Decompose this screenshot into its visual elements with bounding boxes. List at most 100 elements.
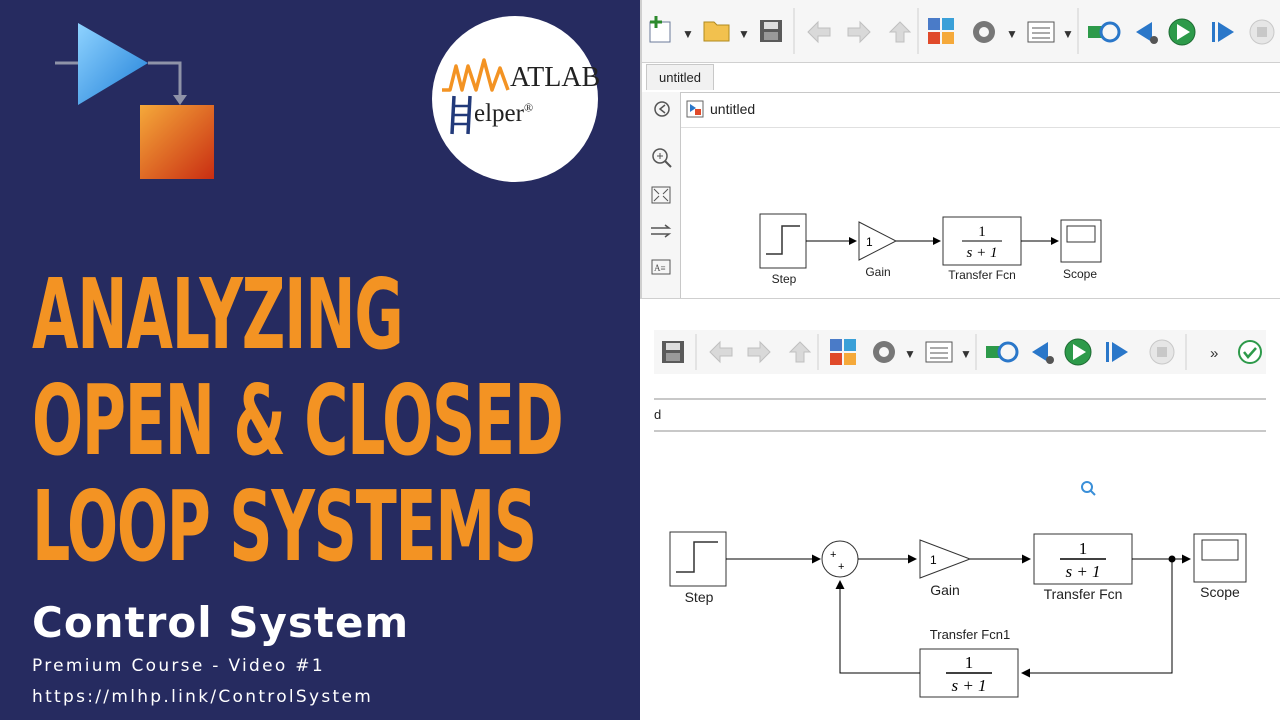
logo-registered-mark: ® xyxy=(523,100,534,115)
open-folder-icon[interactable] xyxy=(703,21,730,42)
dropdown-icon[interactable]: ▼ xyxy=(1006,27,1018,41)
feedback-tf-numerator: 1 xyxy=(965,653,974,672)
headline-line-3: LOOP SYSTEMS xyxy=(32,470,537,583)
toolbar-2-icons: ▼ ▼ » xyxy=(662,334,1262,370)
address-bar xyxy=(642,92,1280,128)
headline: ANALYZING OPEN & CLOSED LOOP SYSTEMS xyxy=(32,258,564,583)
feedback-line xyxy=(835,580,920,674)
feedback-tf-denominator: s + 1 xyxy=(951,676,986,695)
step-back-icon[interactable] xyxy=(1032,342,1054,364)
scope-label: Scope xyxy=(1200,584,1240,600)
sum-sign-top: + xyxy=(830,549,836,561)
step-forward-icon[interactable] xyxy=(1212,22,1234,42)
dropdown-icon[interactable]: ▼ xyxy=(960,347,972,361)
dropdown-icon[interactable]: ▼ xyxy=(738,27,750,41)
headline-line-2: OPEN & CLOSED xyxy=(32,364,564,477)
step-forward-icon[interactable] xyxy=(1106,342,1128,362)
feedback-line xyxy=(1021,559,1173,678)
scope-block[interactable] xyxy=(1193,533,1247,583)
step-block[interactable] xyxy=(759,213,807,269)
logo-ladder-icon xyxy=(450,95,472,135)
gain-label: Gain xyxy=(865,265,891,279)
save-icon[interactable] xyxy=(662,341,684,363)
simulink-block-icon xyxy=(55,23,214,179)
side-palette-1 xyxy=(642,92,681,298)
transfer-fcn-block[interactable]: 1 s + 1 xyxy=(942,216,1022,266)
breadcrumb-2[interactable]: d xyxy=(654,407,662,422)
forward-arrow-icon[interactable] xyxy=(747,340,771,364)
dropdown-icon[interactable]: ▼ xyxy=(904,347,916,361)
gain-value: 1 xyxy=(866,235,873,249)
library-browser-icon[interactable] xyxy=(928,18,954,44)
dropdown-icon[interactable]: ▼ xyxy=(1062,27,1074,41)
course-line: Premium Course - Video #1 xyxy=(32,656,325,676)
gain-label: Gain xyxy=(930,582,960,598)
step-block[interactable] xyxy=(669,531,727,587)
stop-icon[interactable] xyxy=(1149,339,1175,365)
transfer-fcn-label: Transfer Fcn xyxy=(1043,586,1123,602)
breadcrumb-1[interactable]: untitled xyxy=(710,101,756,117)
step-label: Step xyxy=(771,272,797,286)
checkmark-icon[interactable] xyxy=(1238,340,1262,364)
back-arrow-icon[interactable] xyxy=(807,20,831,44)
fit-view-icon[interactable] xyxy=(651,186,671,204)
run-icon[interactable] xyxy=(1168,18,1196,46)
feedback-transfer-fcn-label: Transfer Fcn1 xyxy=(929,627,1011,642)
course-link[interactable]: https://mlhp.link/ControlSystem xyxy=(32,687,374,707)
step-label: Step xyxy=(684,589,714,605)
forward-arrow-icon[interactable] xyxy=(847,20,871,44)
svg-text:A≡: A≡ xyxy=(654,263,666,273)
settings-gear-icon[interactable] xyxy=(973,21,995,43)
feedback-transfer-fcn-block[interactable]: 1 s + 1 xyxy=(919,648,1019,698)
side-palette-icons: A≡ xyxy=(651,101,672,275)
arrow-route-icon[interactable] xyxy=(651,224,672,238)
run-icon[interactable] xyxy=(1064,338,1092,366)
simulink-screenshots: ▼ ▼ ▼ ▼ untitled xyxy=(640,0,1280,720)
gain-value: 1 xyxy=(930,553,937,567)
scope-label: Scope xyxy=(1062,267,1098,281)
thumbnail-left-panel: ATLAB elper® ANALYZING OPEN & CLOSED LOO… xyxy=(0,0,640,720)
toolbar-1-icons: ▼ ▼ ▼ ▼ xyxy=(649,8,1275,54)
sum-sign-bottom: + xyxy=(838,561,844,573)
up-arrow-icon[interactable] xyxy=(788,341,812,363)
zoom-cursor-icon xyxy=(1081,481,1096,496)
sum-block[interactable]: + + xyxy=(821,540,859,578)
tf-denominator: s + 1 xyxy=(1065,562,1100,581)
tf-numerator: 1 xyxy=(1079,539,1088,558)
closed-loop-diagram: + + 1 1 s + 1 1 xyxy=(669,481,1247,698)
model-explorer-icon[interactable] xyxy=(1027,21,1055,43)
dropdown-icon[interactable]: ▼ xyxy=(682,27,694,41)
window-open-loop: ▼ ▼ ▼ ▼ untitled xyxy=(640,0,1280,299)
update-diagram-icon[interactable] xyxy=(1088,21,1121,43)
new-model-icon[interactable] xyxy=(649,16,671,43)
stop-icon[interactable] xyxy=(1249,19,1275,45)
logo-wave-icon xyxy=(442,58,510,92)
transfer-fcn-block[interactable]: 1 s + 1 xyxy=(1033,533,1133,585)
library-browser-icon[interactable] xyxy=(830,339,856,365)
gain-block[interactable]: 1 xyxy=(858,221,898,261)
subtitle: Control System xyxy=(32,598,410,647)
canvas-top-border xyxy=(654,430,1266,432)
tf-denominator: s + 1 xyxy=(967,245,998,261)
tab-untitled[interactable]: untitled xyxy=(646,64,714,90)
model-icon xyxy=(686,100,704,118)
update-diagram-icon[interactable] xyxy=(986,341,1019,363)
headline-line-1: ANALYZING xyxy=(32,258,404,371)
annotation-icon[interactable]: A≡ xyxy=(651,259,671,275)
tf-numerator: 1 xyxy=(978,224,986,240)
settings-gear-icon[interactable] xyxy=(873,341,895,363)
toolbar-1: ▼ ▼ ▼ ▼ xyxy=(642,0,1280,63)
more-icon[interactable]: » xyxy=(1210,345,1218,362)
matlab-helper-logo xyxy=(432,16,598,182)
step-back-icon[interactable] xyxy=(1136,22,1158,44)
hide-show-icon[interactable] xyxy=(654,101,670,117)
logo-text-line1: ATLAB xyxy=(510,62,601,93)
back-arrow-icon[interactable] xyxy=(709,340,733,364)
up-arrow-icon[interactable] xyxy=(888,21,912,43)
logo-text-line2: elper xyxy=(474,100,524,127)
scope-block[interactable] xyxy=(1060,219,1102,263)
gain-block[interactable]: 1 xyxy=(919,539,972,579)
model-explorer-icon[interactable] xyxy=(925,341,953,363)
save-icon[interactable] xyxy=(760,20,782,42)
zoom-icon[interactable] xyxy=(652,148,672,168)
